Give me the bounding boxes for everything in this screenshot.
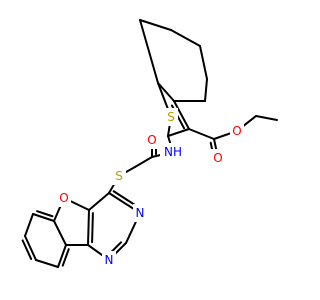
bond-29 [53,220,67,246]
bond-24 [32,213,55,222]
bond-10 [173,100,190,130]
bond-double-6 [91,212,94,244]
bond-31 [188,128,215,140]
atom-S-thioether: S [112,167,126,185]
bond-double-7 [36,210,54,218]
atom-label-S-thiophene: S [167,110,175,124]
bond-6 [157,82,175,102]
bond-0 [139,19,172,31]
bond-13 [134,156,153,168]
molecule-structure: S S NH O O O O N [21,19,278,269]
bond-9 [167,128,190,137]
atom-label-N-pyrimidine-2: N [105,253,114,267]
bond-double-8 [21,239,33,260]
bond-25 [24,213,34,237]
bond-2 [199,45,208,80]
atom-label-N-pyrimidine-1: N [136,206,145,220]
atom-N-pyrimidine-2: N [102,251,116,269]
bond-20 [87,209,90,246]
atom-O-amide: O [145,131,159,149]
bond-28 [57,244,67,268]
bond-26 [24,235,37,261]
bond-double-9 [61,248,70,267]
atom-label-O-ester-carbonyl: O [213,151,222,165]
atom-N-pyrimidine-1: N [133,204,147,222]
atom-O-ester: O [230,122,244,140]
bond-5 [139,19,159,84]
atom-N-amide: NH [160,143,186,161]
atom-O-ester-carbonyl: O [211,149,225,167]
atom-S-thiophene: S [164,108,178,126]
atom-O-furan: O [57,189,71,207]
atom-labels: S S NH O O O O N [57,108,244,269]
atom-label-O-amide: O [147,133,156,147]
bond-21 [88,192,110,211]
bond-27 [35,259,59,268]
bond-3 [204,78,208,102]
atom-label-O-ester: O [232,124,241,138]
atom-label-N-amide: NH [164,145,182,159]
atom-label-O-furan: O [59,191,68,205]
bond-34 [255,115,278,121]
atom-label-S-thioether: S [115,169,123,183]
molecule-diagram: S S NH O O O O N [21,19,278,269]
bond-1 [170,29,201,47]
